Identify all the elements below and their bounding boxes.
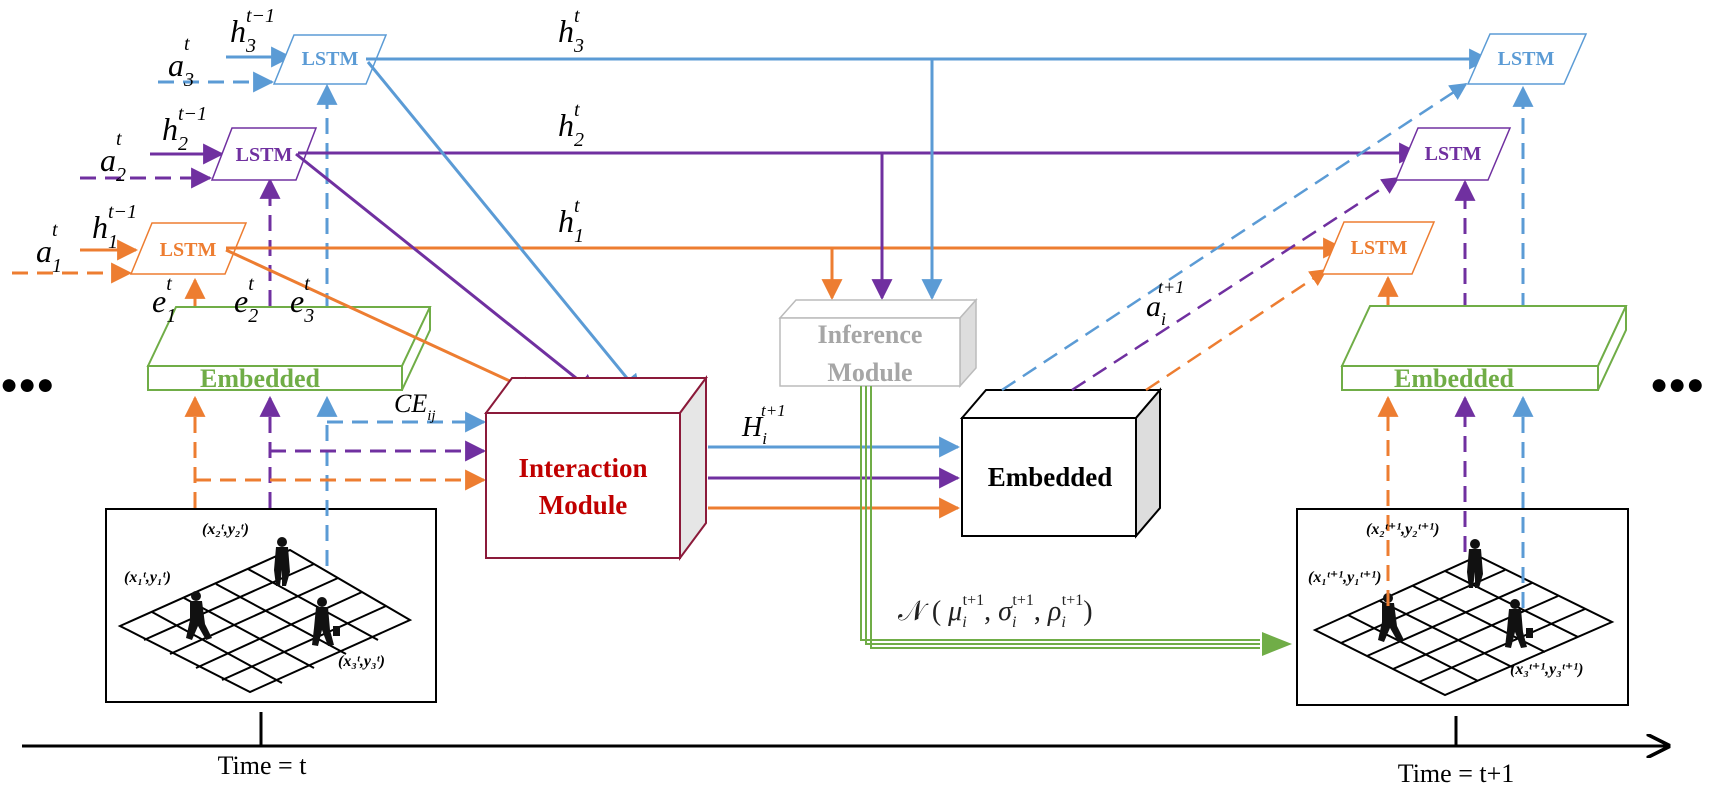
pedestrian-icon (274, 537, 290, 586)
label-h1: h1t (558, 195, 584, 247)
gaussian-output-label: 𝒩 ( μit+1, σit+1, ρit+1) (898, 592, 1093, 631)
inference-module-label-1: Inference (818, 320, 923, 349)
label-H: Hit+1 (741, 401, 786, 448)
scene-frame-t1 (1296, 508, 1629, 706)
label-e2: e2t (234, 273, 258, 327)
label-a3: a3t (168, 33, 194, 91)
label-h3-prev: h3t−1 (230, 5, 275, 57)
lstm-cell-3-t1-label: LSTM (1498, 48, 1555, 70)
embedded-layer-right-label: Embedded (1394, 364, 1514, 393)
scene-t-coord-1: (x₁ᵗ,y₁ᵗ) (124, 569, 171, 586)
embedded-output-box (959, 387, 1163, 539)
scene-t1-coord-2: (x₂ᵗ⁺¹,y₂ᵗ⁺¹) (1366, 521, 1439, 538)
pedestrian-icon (1467, 539, 1483, 588)
label-h2-prev: h2t−1 (162, 103, 207, 155)
scene-frame-t (105, 508, 437, 703)
lstm-cell-2-t1-label: LSTM (1425, 143, 1482, 165)
embedded-layer-left (146, 306, 432, 391)
label-h1-prev: h1t−1 (92, 201, 137, 253)
lstm-cell-3-t-label: LSTM (302, 48, 359, 70)
gaussian-output-arrow (860, 386, 1260, 649)
label-e1: e1t (152, 273, 176, 327)
label-ai-next: ait+1 (1146, 277, 1184, 329)
lstm-cell-2-t (210, 127, 318, 181)
lstm-cell-3-t (272, 34, 388, 85)
scene-t-coord-3: (x₃ᵗ,y₃ᵗ) (338, 653, 385, 670)
interaction-module-label-2: Module (539, 490, 628, 520)
pedestrian-with-luggage-icon (312, 597, 340, 646)
embedded-output-label: Embedded (988, 462, 1113, 492)
scene-t-coord-2: (x₂ᵗ,y₂ᵗ) (202, 521, 249, 538)
lstm-cell-1-t-label: LSTM (160, 239, 217, 261)
pedestrian-with-luggage-icon (1505, 599, 1533, 648)
label-ce: CEij (394, 389, 436, 424)
time-label-t1: Time = t+1 (1398, 759, 1515, 788)
embedded-layer-left-label: Embedded (200, 364, 320, 393)
label-h3: h3t (558, 5, 584, 57)
ellipsis-left: ●●● (0, 368, 54, 401)
lstm-cell-2-t1 (1394, 127, 1512, 181)
label-h2: h2t (558, 99, 584, 151)
lstm-cell-1-t1 (1320, 221, 1436, 275)
interaction-module-box (484, 374, 708, 562)
ellipsis-right: ●●● (1650, 368, 1704, 401)
lstm-cell-2-t-label: LSTM (236, 144, 293, 166)
label-a1: a1t (36, 219, 62, 277)
inference-module-label-2: Module (827, 358, 912, 387)
time-label-t: Time = t (218, 751, 308, 780)
lstm-cell-3-t1 (1466, 33, 1588, 85)
label-e3: e3t (290, 273, 314, 327)
interaction-module-label-1: Interaction (519, 453, 648, 483)
scene-t1-coord-3: (x₃ᵗ⁺¹,y₃ᵗ⁺¹) (1510, 661, 1583, 678)
lstm-cell-1-t1-label: LSTM (1351, 237, 1408, 259)
label-a2: a2t (100, 128, 126, 186)
embedded-layer-right (1340, 305, 1628, 391)
scene-t1-coord-1: (x₁ᵗ⁺¹,y₁ᵗ⁺¹) (1308, 569, 1381, 586)
inference-module-box (778, 298, 978, 388)
pedestrian-icon (186, 591, 212, 640)
timeline-axis (22, 712, 1668, 746)
lstm-cell-1-t (129, 222, 248, 275)
